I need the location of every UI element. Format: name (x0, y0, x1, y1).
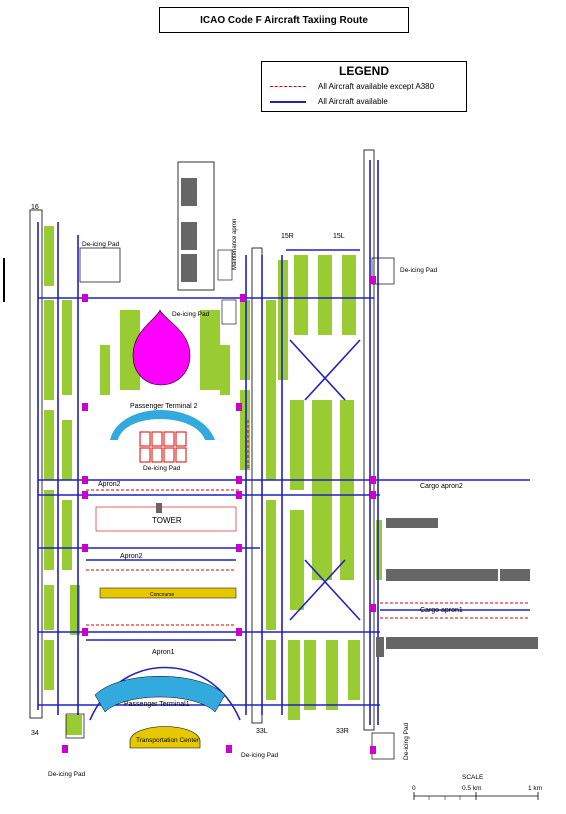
terminal2-concourse (110, 410, 215, 440)
terminal2-building (132, 309, 191, 386)
scale-label: SCALE (462, 774, 484, 781)
runway-15l-33r (363, 149, 375, 731)
runway-label-15r: 15R (281, 233, 294, 240)
grass-east (66, 255, 382, 735)
runway-label-33l: 33L (256, 728, 268, 735)
dashed-red-line-icon (270, 86, 306, 87)
runway-label-34: 34 (31, 730, 39, 737)
map-labels: 16 15R 15L 34 33L 33R De-icing Pad De-ic… (31, 204, 463, 778)
apron2-upper-label: Apron2 (98, 481, 121, 488)
runway-15r-33l (251, 247, 263, 724)
maintenance-apron-label: Maintenance apron (232, 219, 238, 270)
scale-bar: SCALE 0 0.5 km 1 km (412, 774, 542, 800)
restricted-route (86, 420, 530, 626)
tower-icon (156, 503, 162, 513)
tower-label: TOWER (152, 516, 182, 525)
terminal2-label: Passenger Terminal 2 (130, 403, 198, 410)
scale-tick-1: 1 km (528, 785, 542, 792)
solid-blue-line-icon (270, 100, 306, 103)
deicing-label-south-center: De-icing Pad (241, 752, 279, 759)
deicing-label-north-west: De-icing Pad (82, 241, 120, 248)
terminal2-stands (139, 431, 187, 463)
runway-label-16: 16 (31, 204, 39, 211)
apron2-lower-label: Apron2 (120, 553, 143, 560)
transportation-center-building (129, 726, 201, 749)
edge-marker (3, 258, 5, 302)
legend-heading: LEGEND (338, 64, 389, 78)
legend-item-all: All Aircraft available (270, 97, 388, 106)
terminal1-label: Passenger Terminal1 (124, 701, 190, 708)
runway-label-33r: 33R (336, 728, 349, 735)
stop-markers (62, 276, 376, 754)
cargo-buildings (376, 518, 538, 657)
terminal1-building (94, 676, 226, 713)
legend: LEGEND All Aircraft available except A38… (261, 61, 467, 112)
apron1-label: Apron1 (152, 649, 175, 656)
page-title: ICAO Code F Aircraft Taxiing Route (159, 7, 409, 33)
concourse-label: Concourse (150, 592, 174, 598)
runway-label-15l: 15L (333, 233, 345, 240)
grass-west (44, 226, 80, 690)
transportation-center-label: Transportation Center (136, 737, 200, 744)
concourse-building (99, 587, 237, 599)
maintenance-apron (177, 161, 237, 325)
deicing-label-south-east: De-icing Pad (403, 722, 410, 760)
deicing-label-center: De-icing Pad (143, 465, 181, 472)
cargo-apron2-label: Cargo apron2 (420, 483, 463, 490)
scale-tick-half: 0.5 km (462, 785, 482, 792)
scale-tick-0: 0 (412, 785, 416, 792)
deicing-label-south-west: De-icing Pad (48, 771, 86, 778)
tower-area (95, 506, 237, 532)
legend-item-restricted: All Aircraft available except A380 (270, 82, 434, 91)
legend-item-label: All Aircraft available except A380 (318, 82, 435, 91)
cargo-apron1-label: Cargo apron1 (420, 607, 463, 614)
legend-item-label: All Aircraft available (318, 97, 388, 106)
deicing-label-terminal2: De-icing Pad (172, 311, 210, 318)
taxiway-network (37, 160, 530, 725)
runway-16-34 (29, 209, 43, 719)
deicing-label-north-east: De-icing Pad (400, 267, 438, 274)
